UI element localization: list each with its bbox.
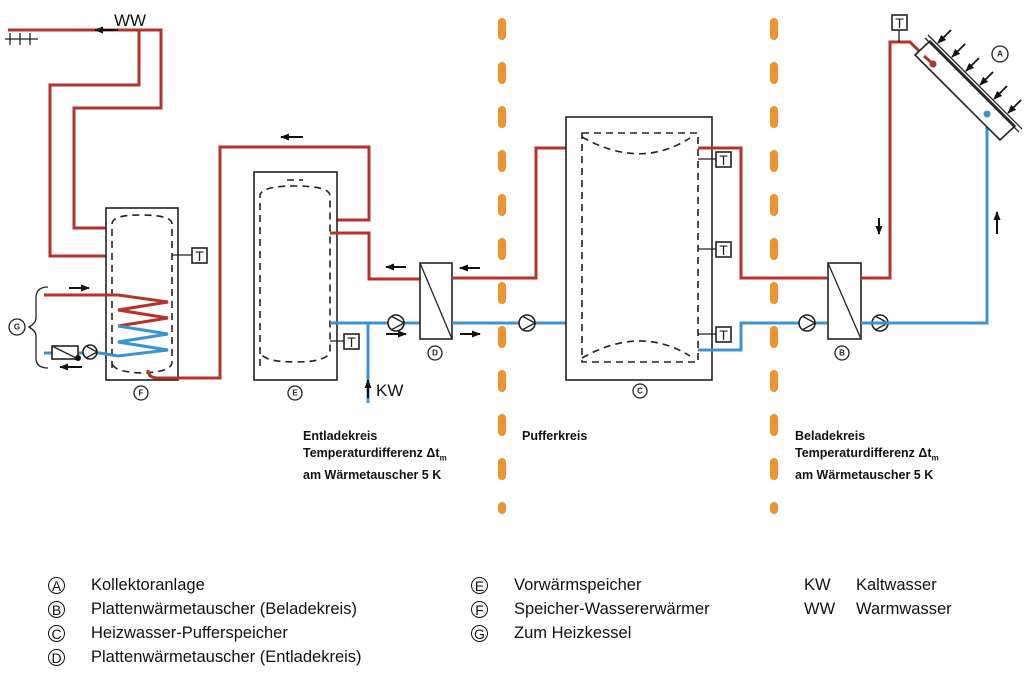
boiler-connection-g: G (8, 284, 99, 371)
component-label-g: G (8, 318, 26, 336)
pump-icon (387, 314, 406, 332)
zone-title: Entladekreis (303, 429, 378, 443)
mixing-valve-icon (51, 345, 81, 361)
svg-text:C: C (637, 387, 643, 396)
svg-text:T: T (895, 15, 904, 31)
zone-temp-diff: Temperaturdifferenz Δt (303, 446, 440, 460)
svg-text:E: E (292, 389, 298, 398)
component-label-c: C (632, 383, 648, 399)
zone-exchanger-note: am Wärmetauscher 5 K (303, 467, 442, 482)
pump-icon (798, 314, 817, 332)
component-label-b: B (834, 345, 850, 361)
ww-label: WW (114, 11, 146, 30)
svg-text:F: F (139, 389, 144, 398)
component-label-a: A (991, 45, 1009, 63)
preheat-storage-e: T E (253, 171, 421, 403)
sunlight-arrow-icon (1007, 99, 1022, 114)
heat-exchanger-icon (419, 262, 453, 340)
zone-exchanger-note: am Wärmetauscher 5 K (795, 467, 934, 482)
svg-text:A: A (997, 50, 1003, 59)
ww-supply-pipe (8, 28, 163, 230)
heat-exchanger-d: D (419, 262, 453, 361)
tap-icon (5, 33, 38, 45)
temperature-sensor-icon: T (191, 247, 208, 264)
svg-text:T: T (719, 242, 728, 258)
zone-title: Pufferkreis (522, 429, 588, 443)
temperature-sensor-icon: T (891, 14, 908, 31)
pump-icon (518, 314, 537, 332)
temperature-sensor-icon: T (715, 326, 732, 343)
component-label-d: D (427, 345, 443, 361)
heat-exchanger-b: B (827, 262, 862, 361)
zone-beladekreis: Beladekreis Temperaturdifferenz Δtm am W… (795, 429, 939, 482)
svg-text:G: G (14, 323, 20, 332)
buffer-storage-c: T T T C (565, 116, 827, 399)
sunlight-arrow-icon (951, 43, 966, 58)
sunlight-arrow-icon (965, 57, 980, 72)
temperature-sensor-icon: T (715, 241, 732, 258)
zone-pufferkreis: Pufferkreis (522, 428, 587, 445)
svg-text:T: T (719, 327, 728, 343)
sunlight-arrow-icon (937, 29, 952, 44)
sunlight-arrow-icon (979, 71, 994, 86)
temperature-sensor-icon: T (343, 333, 360, 350)
pump-icon (82, 344, 99, 360)
sunlight-arrows (937, 29, 1022, 114)
heat-exchanger-icon (827, 262, 862, 340)
storage-water-heater-f: T F (44, 145, 371, 401)
component-label-e: E (287, 385, 303, 401)
zone-temp-diff: Temperaturdifferenz Δt (795, 446, 932, 460)
sunlight-arrow-icon (993, 85, 1008, 100)
ww-return-pipe (48, 30, 141, 258)
svg-text:B: B (839, 349, 845, 358)
svg-text:D: D (432, 349, 438, 358)
svg-text:T: T (195, 248, 204, 264)
zone-title: Beladekreis (795, 429, 866, 443)
component-label-f: F (133, 385, 149, 401)
kw-label: KW (376, 381, 403, 400)
solar-collector-a: T A (891, 14, 1023, 142)
zone-entladekreis: Entladekreis Temperaturdifferenz Δtm am … (303, 429, 447, 482)
svg-text:T: T (719, 152, 728, 168)
temperature-sensor-icon: T (715, 151, 732, 168)
svg-text:T: T (347, 334, 356, 350)
warm-water-distribution: WW (5, 11, 163, 258)
